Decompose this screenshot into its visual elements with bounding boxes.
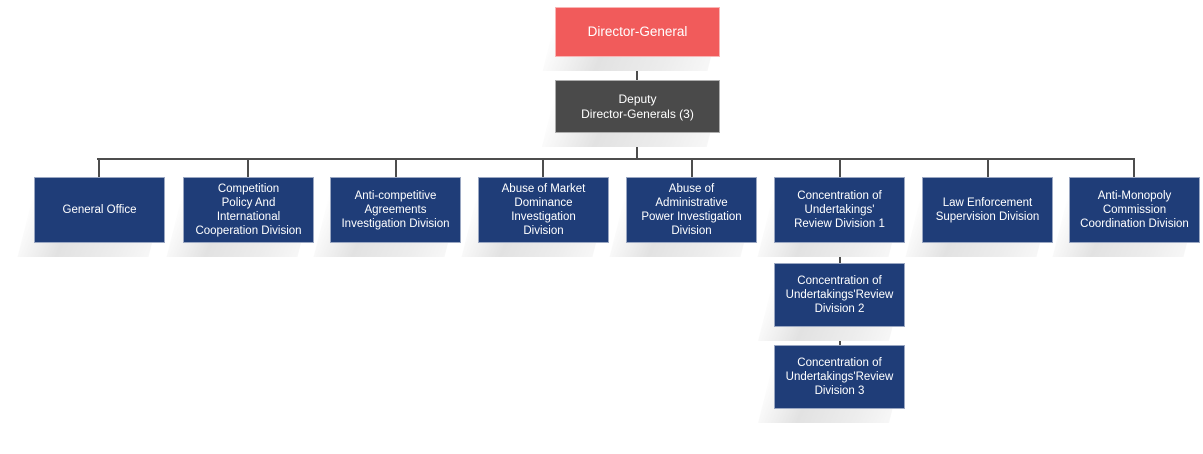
connector-bus-to-division-3	[395, 158, 397, 177]
node-competition-policy-international-cooperation-division-label: Competition Policy And International Coo…	[195, 182, 302, 238]
connector-bus-to-division-8	[1133, 158, 1135, 177]
node-abuse-of-market-dominance-investigation-division-label: Abuse of Market Dominance Investigation …	[501, 182, 586, 238]
node-concentration-of-undertakings-review-division-3-label: Concentration of Undertakings'Review Div…	[785, 356, 894, 397]
node-anti-competitive-agreements-investigation-division-label: Anti-competitive Agreements Investigatio…	[341, 189, 450, 230]
node-anti-competitive-agreements-investigation-division[interactable]: Anti-competitive Agreements Investigatio…	[330, 177, 461, 243]
node-law-enforcement-supervision-division-label: Law Enforcement Supervision Division	[935, 196, 1040, 223]
node-abuse-of-administrative-power-investigation-division-label: Abuse of Administrative Power Investigat…	[641, 182, 742, 238]
connector-bus-to-division-5	[691, 158, 693, 177]
node-anti-monopoly-commission-coordination-division-label: Anti-Monopoly Commission Coordination Di…	[1080, 189, 1189, 230]
node-law-enforcement-supervision-division[interactable]: Law Enforcement Supervision Division	[922, 177, 1053, 243]
connector-horizontal-bus	[97, 158, 1134, 160]
node-concentration-of-undertakings-review-division-1[interactable]: Concentration of Undertakings' Review Di…	[774, 177, 905, 243]
node-deputy-director-generals[interactable]: Deputy Director-Generals (3)	[555, 80, 720, 133]
node-competition-policy-international-cooperation-division[interactable]: Competition Policy And International Coo…	[183, 177, 314, 243]
node-concentration-of-undertakings-review-division-2-label: Concentration of Undertakings'Review Div…	[785, 274, 894, 315]
node-anti-monopoly-commission-coordination-division[interactable]: Anti-Monopoly Commission Coordination Di…	[1069, 177, 1200, 243]
node-concentration-of-undertakings-review-division-3[interactable]: Concentration of Undertakings'Review Div…	[774, 345, 905, 409]
node-concentration-of-undertakings-review-division-2[interactable]: Concentration of Undertakings'Review Div…	[774, 263, 905, 327]
connector-bus-to-division-2	[247, 158, 249, 177]
node-deputy-director-generals-label: Deputy Director-Generals (3)	[581, 91, 694, 121]
connector-bus-to-division-6	[839, 158, 841, 177]
node-general-office-label: General Office	[62, 203, 137, 216]
node-general-office[interactable]: General Office	[34, 177, 165, 243]
node-concentration-of-undertakings-review-division-1-label: Concentration of Undertakings' Review Di…	[794, 189, 885, 230]
node-abuse-of-administrative-power-investigation-division[interactable]: Abuse of Administrative Power Investigat…	[626, 177, 757, 243]
node-abuse-of-market-dominance-investigation-division[interactable]: Abuse of Market Dominance Investigation …	[478, 177, 609, 243]
connector-bus-to-division-1	[98, 158, 100, 177]
connector-bus-to-division-4	[542, 158, 544, 177]
node-director-general[interactable]: Director-General	[555, 7, 720, 57]
connector-bus-to-division-7	[987, 158, 989, 177]
node-director-general-label: Director-General	[587, 23, 688, 39]
